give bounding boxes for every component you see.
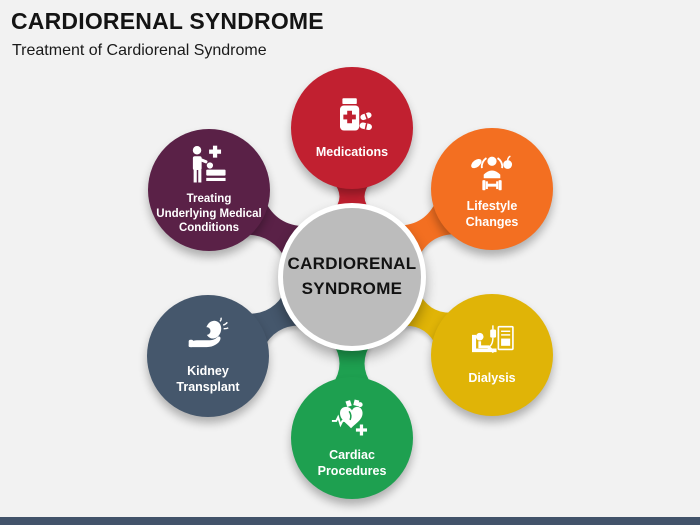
node-label: Cardiac Procedures [318,447,387,479]
label-line: Underlying Medical [156,207,262,220]
node-label: Medications [316,144,388,160]
label-line: Lifestyle [466,199,518,213]
node-kidney-transplant: Kidney Transplant [147,295,269,417]
center-label-line: CARDIORENAL [287,254,417,274]
label-line: Transplant [176,380,240,394]
healthy-lifestyle-icon [471,155,513,191]
footer-accent-bar [0,517,700,525]
label-line: Changes [465,215,519,229]
slide-header: CARDIORENAL SYNDROME Treatment of Cardio… [11,8,324,60]
node-treating-underlying-medical-conditions: Treating Underlying Medical Conditions [148,129,270,251]
hand-holding-kidney-icon [188,317,229,348]
dialysis-patient-icon [472,325,514,354]
label-line: Procedures [317,464,387,478]
center-hub-cardiorenal-syndrome: CARDIORENAL SYNDROME [278,203,426,351]
node-medications: Medications [291,67,413,189]
node-lifestyle-changes: Lifestyle Changes [431,128,553,250]
label-line: Dialysis [468,371,516,385]
label-line: Medications [315,145,389,159]
node-label: Kidney Transplant [176,363,239,395]
node-label: Lifestyle Changes [466,198,519,230]
page-subtitle: Treatment of Cardiorenal Syndrome [12,42,267,59]
heart-procedures-icon [331,399,369,437]
node-dialysis: Dialysis [431,294,553,416]
spoke-cardiac-procedures [332,342,372,385]
medicine-bottle-icon [340,98,372,131]
center-label: CARDIORENAL SYNDROME [288,252,417,301]
node-label: Dialysis [468,370,515,386]
page-title: CARDIORENAL SYNDROME [11,8,324,34]
node-cardiac-procedures: Cardiac Procedures [291,377,413,499]
doctor-patient-icon [192,145,226,183]
label-line: Cardiac [329,448,375,462]
center-label-line: SYNDROME [301,279,403,298]
label-line: Treating [186,192,232,205]
label-line: Conditions [178,222,240,235]
node-label: Treating Underlying Medical Conditions [156,192,261,236]
label-line: Kidney [187,364,229,378]
